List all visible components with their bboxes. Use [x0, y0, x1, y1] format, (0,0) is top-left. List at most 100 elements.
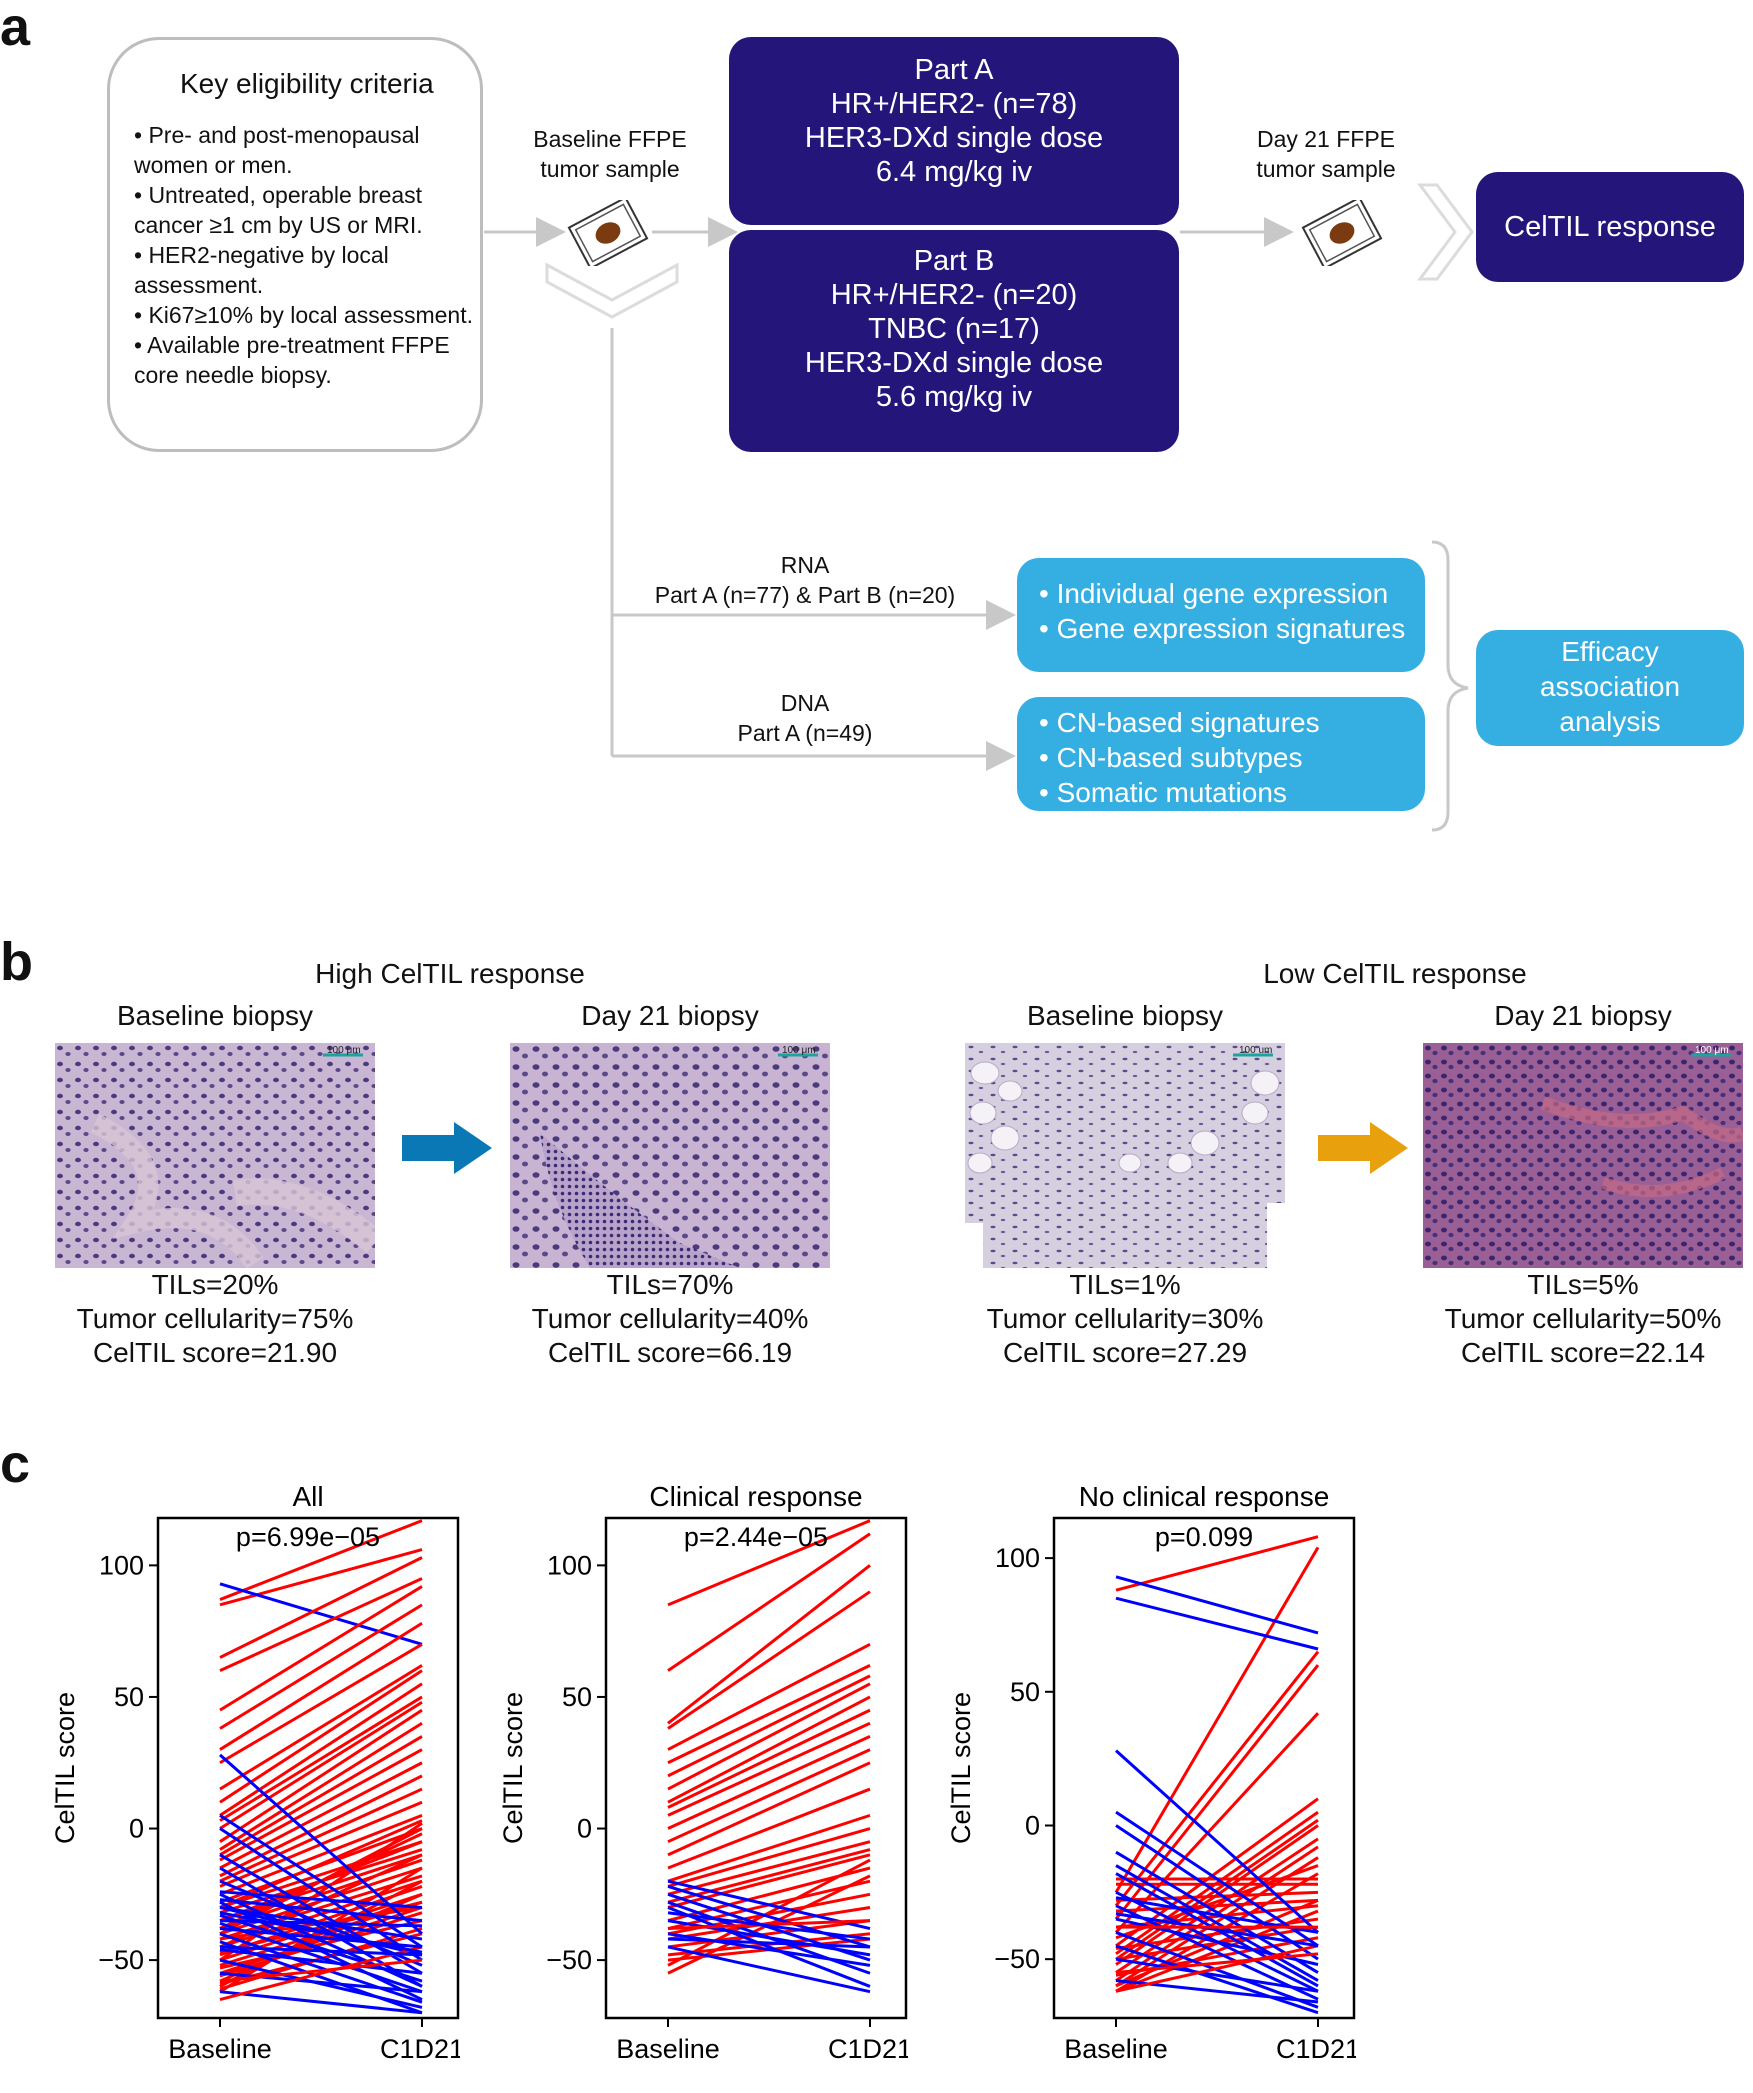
- subject-line: [219, 1827, 423, 1962]
- tils-value: TILs=5%: [1527, 1269, 1639, 1300]
- subject-line: [667, 1911, 871, 1941]
- subject-line: [219, 1556, 423, 1659]
- subject-line: [219, 1898, 423, 1923]
- y-tick-label: 0: [577, 1814, 592, 1844]
- subject-line: [667, 1840, 871, 1896]
- part-b-line: TNBC (n=17): [868, 313, 1040, 345]
- plot-frame: [1052, 1516, 1356, 2020]
- subject-line: [219, 1582, 423, 1646]
- subject-line: [1114, 1712, 1320, 1934]
- y-tick-label: −50: [98, 1945, 144, 1975]
- subject-line: [219, 1664, 423, 1791]
- efficacy-line: association: [1539, 671, 1681, 702]
- high-response-title: High CelTIL response: [315, 958, 585, 989]
- histology-image: 100 μm: [1423, 1043, 1743, 1268]
- chart-title: All: [292, 1481, 323, 1512]
- subject-line: [219, 1577, 423, 1672]
- subject-line: [219, 1585, 423, 1712]
- subject-line: [667, 1735, 871, 1830]
- subject-line: [219, 1927, 423, 1949]
- chart-series-lines: [219, 1519, 423, 2015]
- part-a-line: Part A: [914, 54, 994, 86]
- chart-title: No clinical response: [1079, 1481, 1330, 1512]
- subject-line: [219, 1721, 423, 1851]
- eligibility-box: Key eligibility criteria • Pre- and post…: [107, 37, 483, 452]
- tils-value: TILs=1%: [1069, 1269, 1181, 1300]
- part-b-box: Part B HR+/HER2- (n=20) TNBC (n=17) HER3…: [729, 230, 1179, 452]
- subject-line: [667, 1884, 871, 1949]
- subject-line: [219, 1682, 423, 1817]
- biopsy-stats: TILs=5% Tumor cellularity=50% CelTIL sco…: [1393, 1268, 1753, 1370]
- subject-line: [219, 1866, 423, 1988]
- dna-analysis-box: • CN-based signatures • CN-based subtype…: [1017, 697, 1425, 811]
- subject-line: [667, 1827, 871, 1888]
- subject-line: [1115, 1824, 1319, 1961]
- scale-bar-label: 100 um: [1239, 1045, 1272, 1056]
- dna-analysis-item: • CN-based subtypes: [1039, 742, 1303, 773]
- eligibility-item: • HER2-negative by local assessment.: [134, 242, 389, 298]
- subject-line: [219, 1603, 423, 1730]
- p-value-annotation: p=0.099: [1155, 1522, 1253, 1552]
- y-tick-label: 100: [995, 1543, 1040, 1573]
- panel-label-b: b: [0, 932, 33, 992]
- day21-sample-label: tumor sample: [1256, 156, 1396, 182]
- biopsy-label: Day 21 biopsy: [1494, 1000, 1672, 1031]
- y-tick-label: 100: [99, 1550, 144, 1580]
- subject-line: [1115, 1890, 1319, 1902]
- biopsy-stats: TILs=20% Tumor cellularity=75% CelTIL sc…: [25, 1268, 405, 1370]
- subject-line: [219, 1700, 423, 1830]
- subject-line: [667, 1853, 871, 1909]
- low-response-title: Low CelTIL response: [1263, 958, 1527, 989]
- paired-line-chart-no-clinical-response: No clinical responsep=0.099−50050100CelT…: [946, 1481, 1356, 2064]
- celtil-score-value: CelTIL score=66.19: [547, 1337, 793, 1368]
- subject-line: [219, 1911, 423, 1954]
- cellularity-value: Tumor cellularity=75%: [76, 1303, 354, 1334]
- celtil-score-value: CelTIL score=21.90: [92, 1337, 338, 1368]
- scale-bar-label: 100 μm: [1695, 1045, 1729, 1056]
- cellularity-value: Tumor cellularity=40%: [531, 1303, 809, 1334]
- subject-line: [1115, 1575, 1319, 1635]
- subject-line: [667, 1858, 871, 1967]
- efficacy-line: Efficacy: [1561, 636, 1659, 667]
- subject-line: [219, 1735, 423, 1857]
- subject-line: [667, 1748, 871, 1844]
- flow-connectors: [484, 183, 1474, 832]
- subject-line: [667, 1761, 871, 1857]
- rna-label: RNA: [780, 552, 830, 578]
- tissue-slide-icon: [567, 200, 649, 266]
- y-axis-label: CelTIL score: [50, 1692, 80, 1844]
- tils-value: TILs=70%: [606, 1269, 734, 1300]
- histology-image: 100 um: [965, 1043, 1285, 1268]
- p-value-annotation: p=6.99e−05: [236, 1522, 380, 1552]
- tils-value: TILs=20%: [151, 1269, 279, 1300]
- subject-line: [1115, 1957, 1319, 1993]
- subject-line: [667, 1590, 871, 1730]
- scale-bar-label: 100 μm: [327, 1045, 361, 1056]
- subject-line: [219, 1958, 423, 1983]
- part-b-line: 5.6 mg/kg iv: [875, 381, 1033, 413]
- subject-line: [219, 1621, 423, 1751]
- subject-line: [219, 1890, 423, 1909]
- day21-sample-label: Day 21 FFPE: [1256, 126, 1396, 152]
- subject-line: [219, 1548, 423, 1607]
- low-response-arrow-icon: [1318, 1122, 1408, 1174]
- part-a-box: Part A HR+/HER2- (n=78) HER3-DXd single …: [729, 37, 1179, 225]
- y-tick-label: 50: [1010, 1677, 1040, 1707]
- histology-image: 100 μm: [510, 1043, 830, 1268]
- efficacy-box: Efficacy association analysis: [1476, 630, 1744, 746]
- panel-label-a: a: [0, 0, 31, 57]
- biopsy-stats: TILs=1% Tumor cellularity=30% CelTIL sco…: [935, 1268, 1315, 1370]
- part-b-line: Part B: [913, 245, 995, 277]
- chart-series-lines: [1114, 1535, 1320, 2015]
- subject-line: [219, 1708, 423, 1843]
- subject-line: [667, 1664, 871, 1765]
- subject-line: [219, 1945, 423, 1957]
- subject-line: [219, 1695, 423, 1822]
- eligibility-list: • Pre- and post-menopausal women or men.…: [134, 120, 474, 390]
- subject-line: [667, 1642, 871, 1751]
- rna-cohort-label: Part A (n=77) & Part B (n=20): [654, 582, 956, 608]
- baseline-sample-label: Baseline FFPE: [533, 126, 687, 152]
- rna-analysis-item: • Individual gene expression: [1039, 578, 1389, 609]
- subject-line: [219, 1643, 423, 1765]
